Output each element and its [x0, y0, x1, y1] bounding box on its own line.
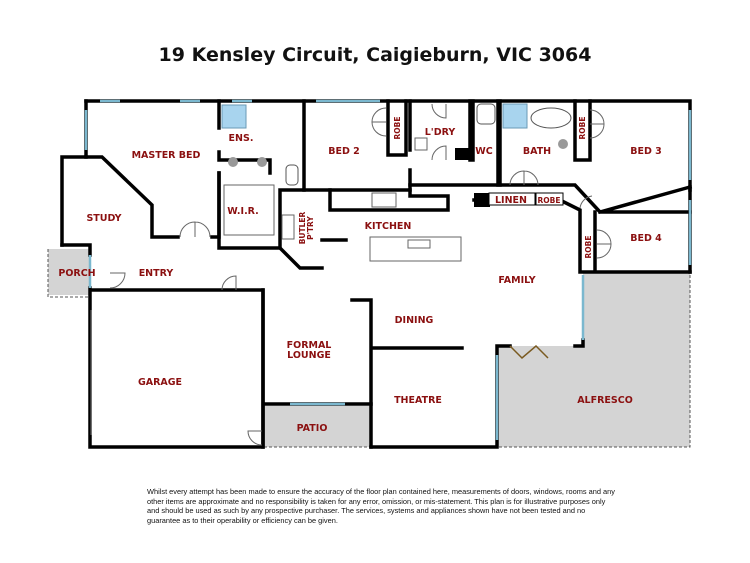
- sink-icon: [407, 239, 431, 249]
- basin-icon: [558, 139, 568, 149]
- kitchen-island: [369, 236, 462, 262]
- room-dining: DINING: [395, 315, 434, 326]
- room-labels: MASTER BED ENS. W.I.R. BED 2 ROBE L'DRY …: [58, 117, 662, 435]
- outdoor-areas: [47, 249, 691, 448]
- laundry-tub: [414, 137, 428, 151]
- basin-icon: [228, 157, 238, 167]
- alfresco-area: [498, 272, 690, 447]
- room-family: FAMILY: [498, 275, 535, 286]
- room-ensuite: ENS.: [229, 133, 254, 144]
- room-alfresco: ALFRESCO: [577, 395, 633, 406]
- room-robe-bed3: ROBE: [578, 117, 587, 140]
- room-garage: GARAGE: [138, 377, 182, 388]
- room-theatre: THEATRE: [394, 395, 442, 406]
- room-bed4: BED 4: [630, 233, 662, 244]
- room-porch: PORCH: [58, 268, 95, 279]
- cooktop-icon: [371, 192, 397, 208]
- ensuite-shower: [221, 104, 247, 129]
- room-butler-label-2: P'TRY: [306, 216, 315, 240]
- doors[interactable]: [109, 103, 612, 446]
- windows: [84, 99, 692, 440]
- room-robe-bed4: ROBE: [584, 236, 593, 259]
- room-laundry: L'DRY: [425, 127, 456, 138]
- room-wc: WC: [475, 146, 492, 157]
- room-linen: LINEN: [495, 195, 527, 206]
- bifold-door[interactable]: [509, 344, 549, 360]
- fixtures: [221, 103, 572, 360]
- patio-area: [264, 406, 371, 447]
- room-robe-bed2: ROBE: [393, 117, 402, 140]
- porch-area: [48, 249, 90, 295]
- room-bed3: BED 3: [630, 146, 662, 157]
- room-formal-lounge-2: LOUNGE: [287, 350, 331, 361]
- room-wir: W.I.R.: [227, 206, 259, 217]
- room-master-bed: MASTER BED: [132, 150, 201, 161]
- room-formal-lounge-1: FORMAL: [287, 340, 332, 351]
- butler-cooktop: [281, 214, 295, 240]
- room-bath: BATH: [523, 146, 551, 157]
- room-robe-hall: ROBE: [538, 196, 561, 205]
- basin-icon: [257, 157, 267, 167]
- walls: [60, 99, 693, 449]
- toilet-icon: [476, 103, 496, 125]
- room-bed2: BED 2: [328, 146, 360, 157]
- disclaimer-text: Whilst every attempt has been made to en…: [147, 487, 615, 525]
- room-kitchen: KITCHEN: [365, 221, 412, 232]
- toilet-icon: [285, 164, 299, 186]
- room-entry: ENTRY: [139, 268, 174, 279]
- plan-title: 19 Kensley Circuit, Caigieburn, VIC 3064: [158, 44, 592, 66]
- bath-shower: [502, 103, 528, 129]
- room-butler-label-1: BUTLER: [298, 211, 307, 244]
- room-study: STUDY: [86, 213, 121, 224]
- room-patio: PATIO: [297, 423, 328, 434]
- bathtub-icon: [530, 107, 572, 129]
